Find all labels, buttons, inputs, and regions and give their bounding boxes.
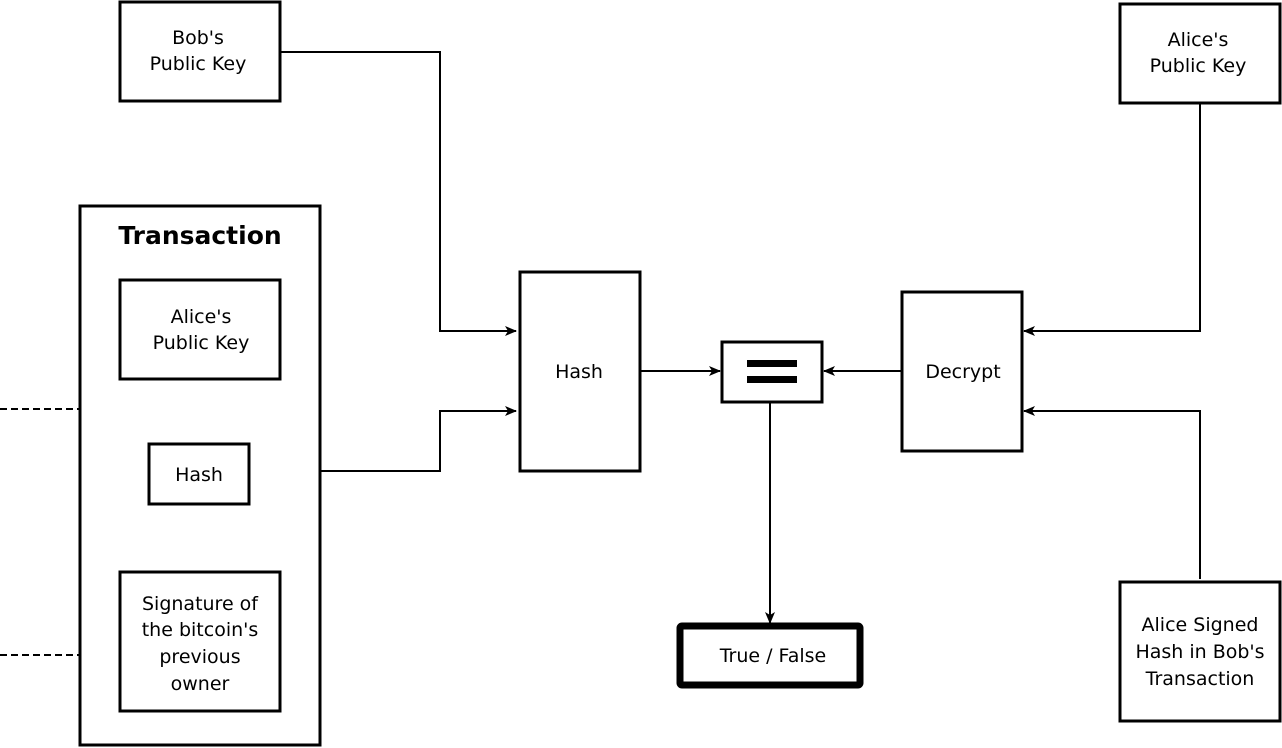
node-alice-public-key-inner: Alice's Public Key (118, 278, 282, 381)
label-line: Public Key (1150, 55, 1247, 77)
node-inner-hash: Hash (147, 442, 251, 506)
equals-icon-bar-top (747, 360, 797, 367)
node-main-hash: Hash (518, 270, 642, 473)
label-line: Alice's (171, 306, 232, 328)
label-line: Public Key (150, 53, 247, 75)
equals-icon-bar-bottom (747, 376, 797, 383)
label: Hash (175, 464, 223, 486)
label-line: Alice's (1168, 29, 1229, 51)
node-equals (720, 340, 824, 404)
node-result: True / False (676, 622, 864, 689)
node-alice-public-key-right: Alice's Public Key (1118, 2, 1282, 105)
label: Decrypt (925, 361, 1000, 383)
label-line: Bob's (172, 27, 224, 49)
label-line: Signature of (142, 593, 259, 615)
label-line: Public Key (153, 332, 250, 354)
label-line: the bitcoin's (142, 619, 259, 641)
label-line: Hash in Bob's (1135, 641, 1264, 663)
label-line: Transaction (1145, 668, 1255, 690)
node-signature: Signature of the bitcoin's previous owne… (118, 570, 282, 713)
label: Hash (555, 361, 603, 383)
edge-signed-hash-to-decrypt (1023, 406, 1201, 579)
edge-transaction-to-hash (320, 406, 517, 472)
label: True / False (719, 645, 827, 667)
transaction-title: Transaction (118, 221, 281, 250)
label-line: Alice Signed (1142, 614, 1259, 636)
node-alice-signed-hash: Alice Signed Hash in Bob's Transaction (1118, 580, 1282, 723)
label-line: previous (159, 646, 240, 668)
edge-bob-key-to-hash (280, 51, 517, 336)
node-bob-public-key: Bob's Public Key (118, 0, 282, 103)
label-line: owner (171, 673, 230, 695)
edge-alice-key-to-decrypt (1023, 103, 1201, 336)
node-decrypt: Decrypt (900, 290, 1024, 453)
